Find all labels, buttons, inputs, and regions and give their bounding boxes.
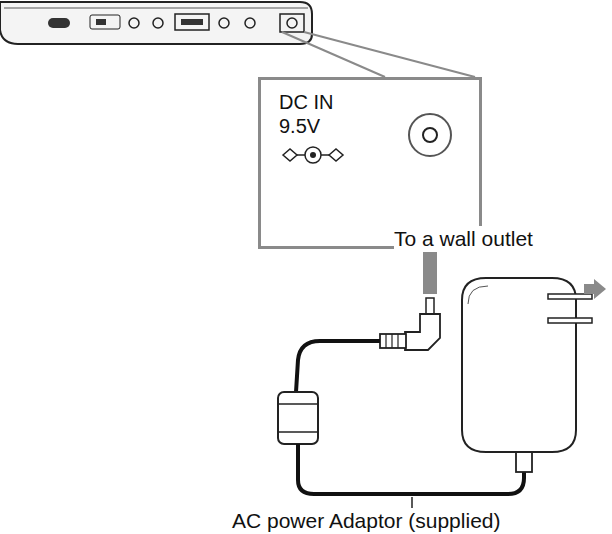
dc-in-jack — [287, 18, 297, 28]
plug-tip — [426, 298, 434, 314]
port — [245, 18, 255, 28]
leader-line — [411, 497, 413, 508]
power-switch — [48, 18, 70, 28]
part-name: AC power Adaptor (supplied) — [232, 508, 500, 534]
adaptor-prong — [548, 318, 592, 323]
destination-label: To a wall outlet — [394, 226, 533, 252]
outlet-arrow-shaft — [584, 284, 594, 294]
player-seam — [4, 8, 308, 9]
plug-body — [405, 314, 440, 350]
port — [129, 18, 139, 28]
adaptor-prong — [548, 294, 592, 299]
player-body — [0, 2, 312, 44]
usb-slot — [181, 19, 203, 25]
port — [219, 18, 229, 28]
outlet-arrow-head — [594, 279, 606, 299]
adaptor-body — [462, 278, 576, 452]
callout-inset-box: DC IN 9.5V — [258, 77, 482, 249]
adaptor-strain-relief — [516, 452, 532, 472]
port-label: DC IN 9.5V — [279, 90, 359, 138]
cable — [296, 341, 380, 392]
mode-switch — [90, 15, 120, 29]
dc-in-port — [280, 14, 304, 32]
port — [153, 18, 163, 28]
plug-strain-relief — [380, 334, 406, 348]
usb-port — [175, 14, 209, 30]
mode-knob — [96, 19, 106, 25]
ferrite-core — [278, 392, 318, 444]
zoom-line — [304, 32, 475, 77]
